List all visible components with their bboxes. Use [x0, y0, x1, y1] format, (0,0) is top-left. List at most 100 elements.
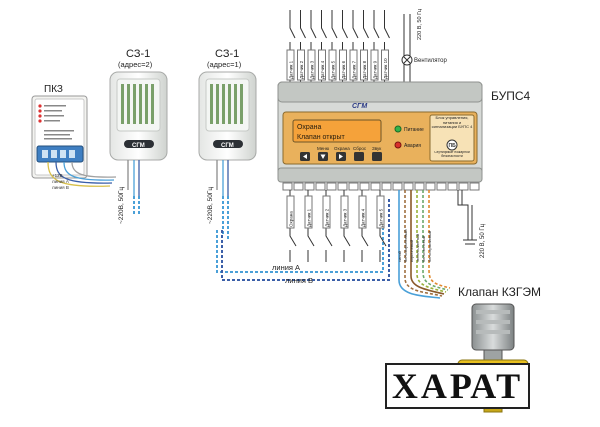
bottom-terminal-label: Датчик 2	[325, 208, 330, 227]
bottom-terminal	[293, 182, 304, 191]
led-alarm-label: Авария	[404, 143, 421, 149]
bottom-terminal	[315, 182, 326, 191]
bups-title: БУПС4	[491, 89, 531, 103]
bottom-terminal	[282, 182, 293, 191]
bottom-terminal-label: Датчик 3	[343, 208, 348, 227]
pkz-title: ПКЗ	[44, 84, 63, 95]
button-menu-label: Меню	[317, 146, 330, 151]
top-terminal-label: Датчик 2	[299, 60, 304, 79]
control-buttons[interactable]	[300, 152, 382, 161]
valve-wire-label: коричневый	[409, 240, 414, 262]
led-power-label: Питание	[404, 127, 424, 133]
sz-left-cable	[127, 160, 140, 196]
sz-right-address: (адрес=1)	[207, 60, 242, 69]
led-power	[394, 125, 402, 133]
sz-left-power: ~220В, 50Гц	[118, 187, 125, 224]
bottom-terminal	[326, 182, 337, 191]
fan-label: Вентилятор	[414, 58, 448, 64]
button-sound[interactable]	[372, 152, 382, 161]
bups-device: Охрана Клапан открыт СГМ	[277, 81, 483, 183]
pkz-wires	[47, 161, 117, 187]
top-terminal-box	[360, 49, 368, 81]
bups-logo: СГМ	[352, 103, 367, 110]
arrow-left-icon	[303, 154, 307, 159]
watermark-text: ХАРАТ	[391, 366, 524, 406]
top-terminal-box	[381, 49, 389, 81]
valve-wires	[398, 190, 451, 299]
bottom-terminal	[381, 182, 392, 191]
bottom-terminal-labels: Охрана Датчик 1 Датчик 2 Датчик 3 Датчик 4 Да…	[286, 195, 385, 229]
sz-left-device: СГМ	[109, 71, 168, 161]
bottom-terminal	[348, 182, 359, 191]
fan-symbol	[401, 14, 413, 88]
top-terminal-box	[349, 49, 358, 81]
button-sound-label: Звук	[372, 146, 381, 151]
rs485-lines	[133, 196, 390, 281]
top-terminal-box	[370, 49, 379, 81]
top-terminal-label: Датчик 1	[289, 60, 294, 79]
bottom-switches	[289, 190, 387, 262]
top-terminal-label: Датчик 7	[352, 60, 357, 79]
button-reset[interactable]	[354, 152, 364, 161]
top-terminal-label: Датчик 6	[341, 60, 346, 79]
bottom-terminal-box	[322, 195, 331, 229]
lcd-line-1: Охрана	[297, 124, 322, 131]
sz-right-cable	[216, 160, 229, 196]
bottom-terminal	[392, 182, 403, 191]
top-terminal-label: Датчик 8	[362, 60, 367, 79]
top-terminal-box	[318, 49, 326, 81]
lcd-line-2: Клапан открыт	[297, 134, 345, 141]
bottom-terminal-label: Датчик 5	[379, 208, 384, 227]
description-box	[429, 114, 475, 162]
watermark-logo: ХАРАТ	[385, 363, 530, 409]
arrow-right-icon	[339, 154, 343, 159]
valve-wire-label: зелено-желтый	[415, 234, 420, 262]
bottom-terminal-label: Датчик 1	[307, 208, 312, 227]
sz-right-device: СГМ	[198, 71, 257, 161]
top-terminal-box	[328, 49, 337, 81]
cert-text: Сертификат пожарной безопасности	[434, 151, 470, 158]
button-reset-label: Сброс	[353, 146, 367, 151]
bottom-terminal	[370, 182, 381, 191]
top-terminal-box	[297, 49, 305, 81]
bottom-terminal	[337, 182, 348, 191]
top-terminal-label: Датчик 3	[310, 60, 315, 79]
bottom-terminal-box	[376, 195, 385, 229]
bottom-terminal-box	[304, 195, 313, 229]
top-terminal-label: Датчик 5	[331, 60, 336, 79]
bottom-terminal	[414, 182, 425, 191]
bups-description: Блок управления, питания и сигнализации …	[431, 116, 473, 130]
bottom-terminal-box	[286, 195, 295, 229]
pkz-device	[31, 95, 88, 179]
sz-left-title: СЗ-1	[126, 48, 150, 60]
pkz-wire-12v: +12В	[52, 173, 63, 178]
valve-wire-label: бело-оранжевый	[427, 231, 432, 262]
line-b-label: линия В	[285, 276, 313, 285]
top-terminal-label: Датчик 10	[383, 58, 388, 79]
valve-wire-label: синий	[397, 251, 402, 262]
top-terminal-box	[307, 49, 316, 81]
bottom-terminal	[436, 182, 447, 191]
pkz-wire-line-a: линия А	[52, 179, 69, 184]
sz-left-address: (адрес=2)	[118, 60, 153, 69]
cert-mark-icon	[446, 139, 458, 151]
line-a-label: линия А	[272, 263, 300, 272]
bottom-terminal-label: Охрана	[289, 211, 294, 227]
valve-wire-label: бело-коричневый	[403, 229, 408, 262]
top-terminal-labels: Датчик 1 Датчик 2 Датчик 3 Датчик 4 Датчик 5…	[286, 49, 389, 81]
sz-right-title: СЗ-1	[215, 48, 239, 60]
cert-mark-letters: ПБ	[449, 143, 457, 149]
top-terminal-box	[286, 49, 295, 81]
bottom-terminal	[403, 182, 414, 191]
button-guard-label: Охрана	[334, 146, 350, 151]
bottom-terminal-box	[340, 195, 349, 229]
bottom-terminal-box	[358, 195, 367, 229]
top-terminal-label: Датчик 4	[320, 60, 325, 79]
top-power-label: 220 В, 50 Гц	[417, 8, 423, 40]
bottom-terminal-label: Датчик 4	[361, 208, 366, 227]
pkz-wire-line-b: линия В	[52, 185, 69, 190]
bottom-terminal-strip	[282, 182, 480, 191]
